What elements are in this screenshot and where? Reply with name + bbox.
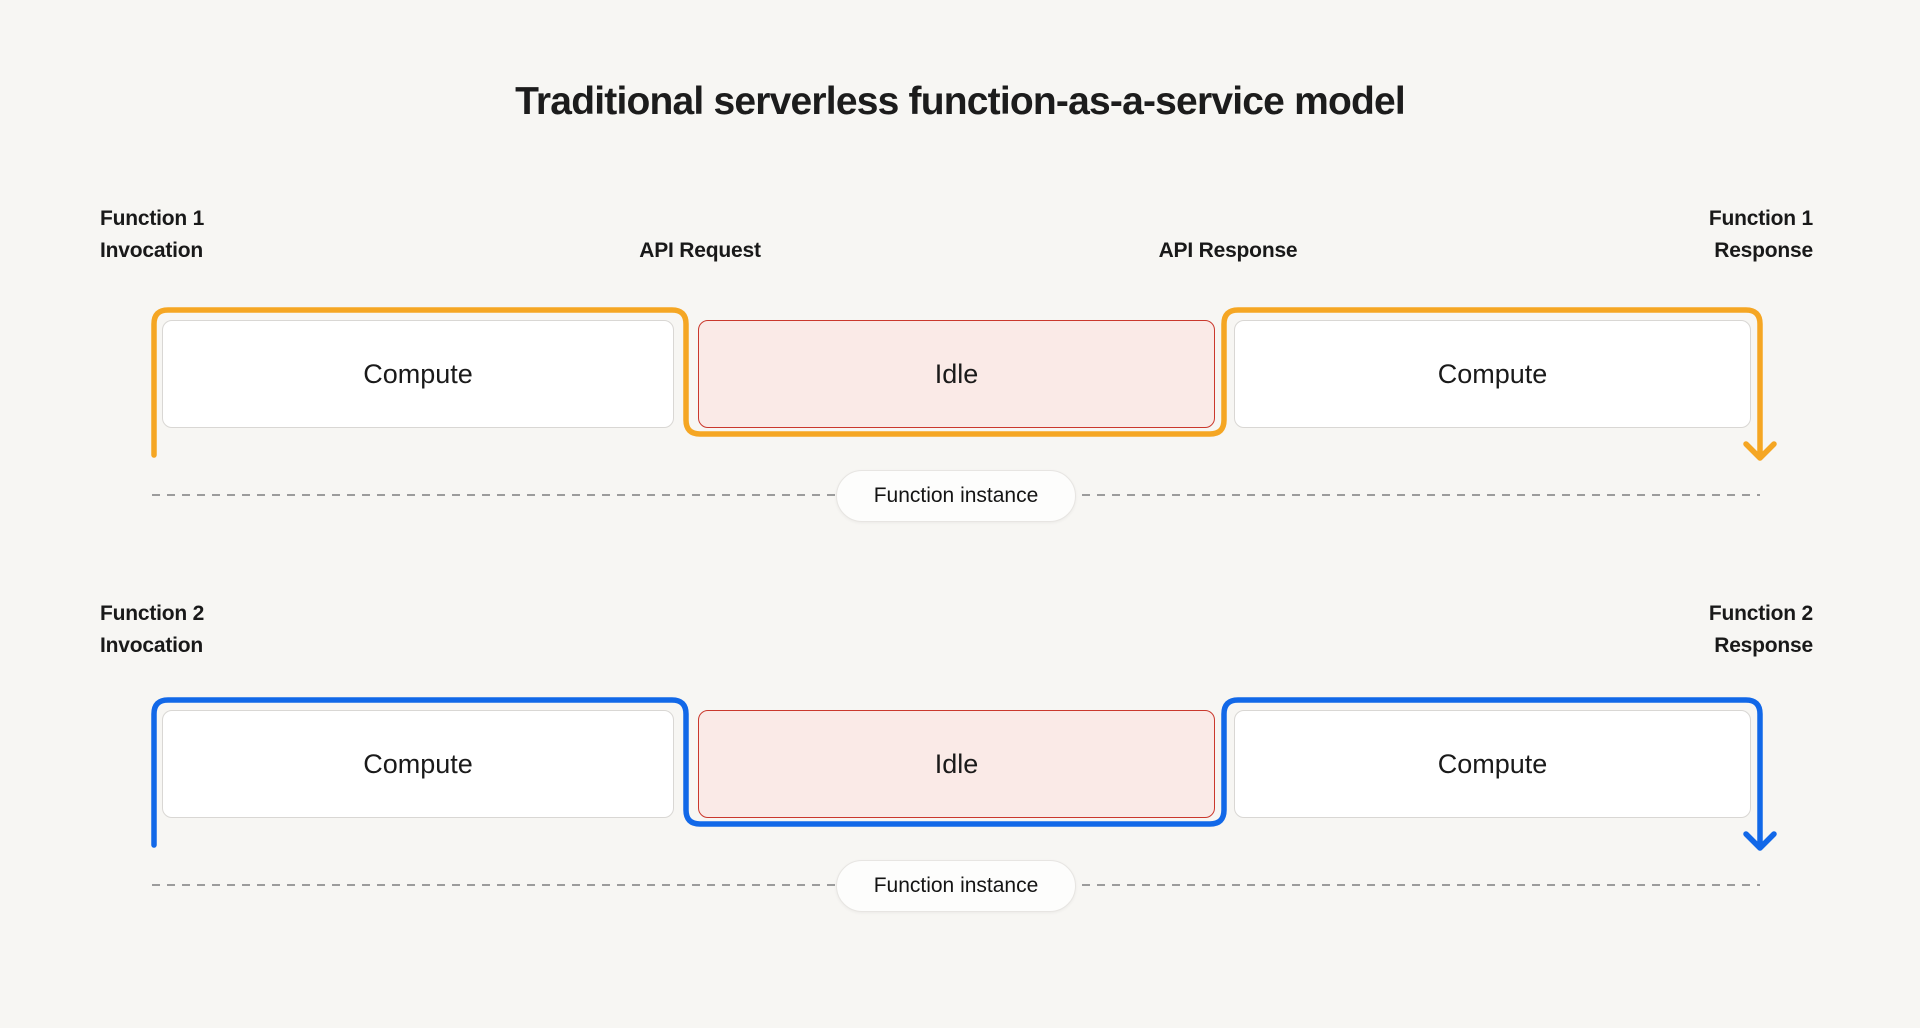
function1-compute-label-1: Compute bbox=[363, 358, 473, 389]
function2-compute-label-1: Compute bbox=[363, 748, 473, 779]
function1-flow-arrow-path bbox=[151, 307, 1777, 461]
function2-idle-label: Idle bbox=[934, 748, 979, 779]
function1-compute-box-1: Compute bbox=[162, 320, 674, 428]
function2-compute-box-1: Compute bbox=[162, 710, 674, 818]
function1-instance-pill-label: Function instance bbox=[873, 484, 1039, 507]
function1-invocation-label: Function 1 Invocation bbox=[100, 203, 400, 267]
function2-invocation-line2: Invocation bbox=[100, 634, 204, 657]
api-response-label: API Response bbox=[1158, 239, 1298, 262]
function1-compute-label-2: Compute bbox=[1437, 358, 1548, 389]
function2-invocation-line1: Function 2 bbox=[100, 602, 205, 625]
function2-flow-arrow-path bbox=[151, 697, 1777, 851]
function1-idle-box: Idle bbox=[698, 320, 1215, 428]
function1-compute-box-2: Compute bbox=[1234, 320, 1751, 428]
function1-instance-pill: Function instance bbox=[836, 470, 1076, 522]
function1-invocation-line1: Function 1 bbox=[100, 207, 205, 230]
function1-response-label: Function 1 Response bbox=[1513, 203, 1813, 267]
api-request-label: API Request bbox=[639, 239, 761, 262]
function2-response-line2: Response bbox=[1714, 634, 1813, 657]
function2-response-label: Function 2 Response bbox=[1513, 598, 1813, 662]
function1-response-line2: Response bbox=[1714, 239, 1813, 262]
diagram-title: Traditional serverless function-as-a-ser… bbox=[515, 80, 1406, 123]
function2-compute-label-2: Compute bbox=[1437, 748, 1548, 779]
function2-compute-box-2: Compute bbox=[1234, 710, 1751, 818]
function2-instance-pill-label: Function instance bbox=[873, 874, 1039, 897]
function1-flow-arrow bbox=[151, 307, 1777, 461]
function2-instance-pill: Function instance bbox=[836, 860, 1076, 912]
function1-idle-label: Idle bbox=[934, 358, 979, 389]
function2-invocation-label: Function 2 Invocation bbox=[100, 598, 400, 662]
function2-response-line1: Function 2 bbox=[1708, 602, 1813, 625]
function1-invocation-line2: Invocation bbox=[100, 239, 204, 262]
function2-flow-arrow bbox=[151, 697, 1777, 851]
function2-idle-box: Idle bbox=[698, 710, 1215, 818]
function1-response-line1: Function 1 bbox=[1708, 207, 1813, 230]
